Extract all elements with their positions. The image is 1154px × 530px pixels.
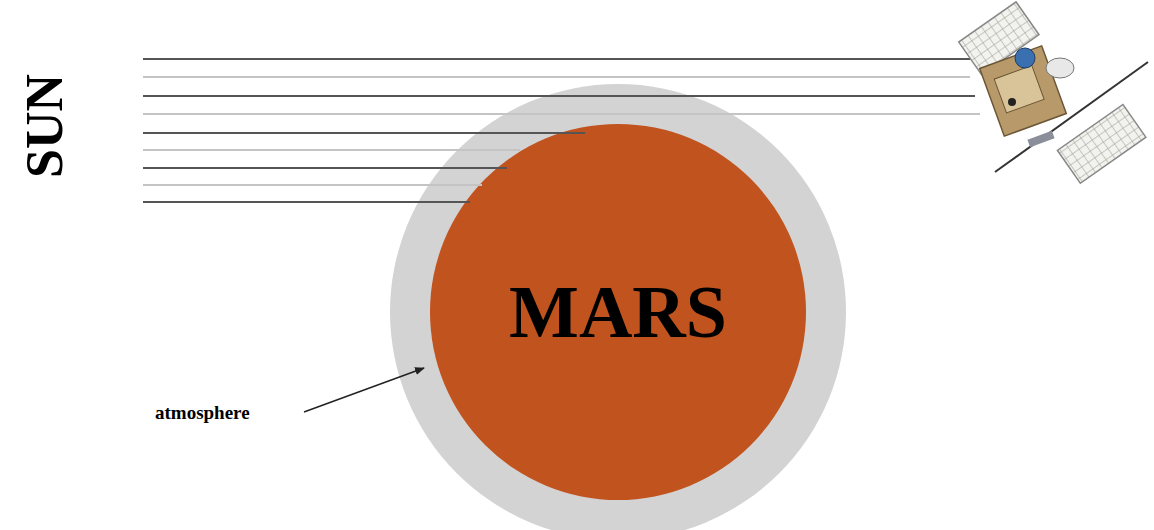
sun-label: SUN: [19, 74, 71, 178]
callout-label: atmosphere: [155, 403, 250, 422]
sun-rays: [143, 59, 980, 202]
leader-line: [304, 368, 424, 412]
planet-circle: MARS: [430, 124, 806, 500]
mars-disc: [430, 124, 806, 500]
spacecraft: [959, 2, 1148, 183]
planet-name: MARS: [509, 270, 727, 355]
